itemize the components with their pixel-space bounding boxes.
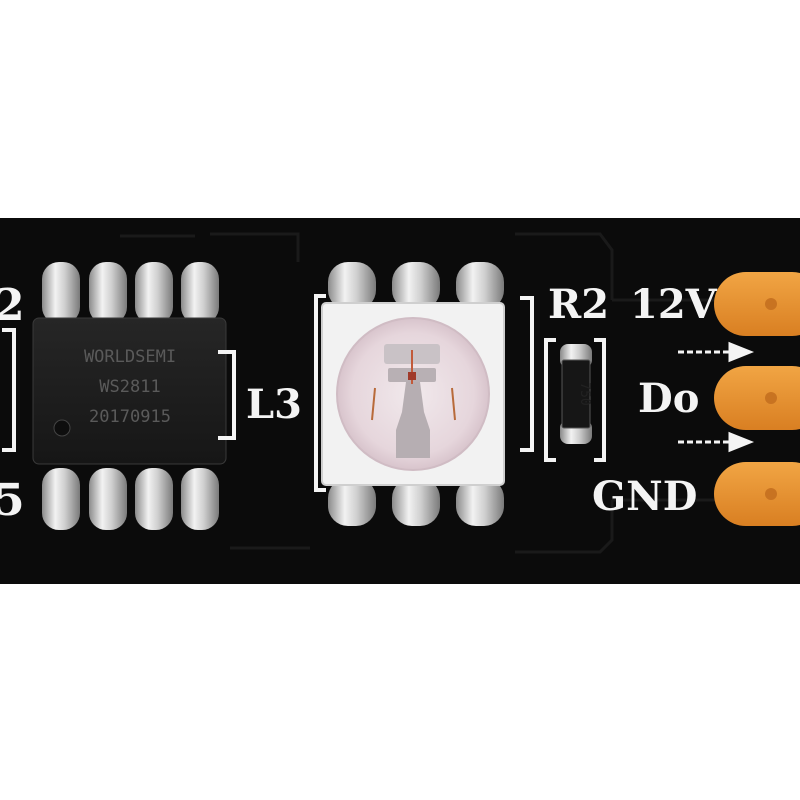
inductor-label: L3	[246, 381, 302, 428]
direction-arrow-top	[678, 341, 755, 363]
left-partial-label-top: 2	[0, 280, 25, 331]
led-silk-right	[520, 296, 534, 452]
data-out-label: Do	[638, 375, 699, 422]
ground-label: GND	[592, 473, 697, 520]
ic-pins-bottom	[42, 468, 219, 530]
voltage-label: 12V	[630, 281, 718, 328]
led-leadframe	[371, 344, 456, 458]
ic-silk-bracket	[218, 350, 236, 440]
led-pins-bottom	[328, 478, 504, 526]
resistor-marking: 750	[577, 382, 592, 405]
ic-marking-date: 20170915	[89, 407, 171, 427]
resistor-silk-outline	[544, 338, 606, 462]
left-silk-bracket	[2, 328, 16, 452]
copper-pad-gnd	[714, 462, 800, 526]
ic-chip-body	[32, 317, 227, 465]
ic-marking-model: WS2811	[99, 377, 160, 397]
copper-pad-12v	[714, 272, 800, 336]
led-pins-top	[328, 262, 504, 310]
direction-arrow-bottom	[678, 431, 755, 453]
resistor-label: R2	[548, 281, 609, 328]
copper-traces	[120, 232, 720, 554]
resistor-body	[561, 359, 591, 429]
copper-pad-do	[714, 366, 800, 430]
left-partial-label-bottom: 5	[0, 475, 25, 526]
led-silk-left	[314, 294, 326, 492]
ic-pins-top	[42, 262, 219, 324]
ic-pin1-marker	[53, 419, 71, 437]
ic-marking-brand: WORLDSEMI	[84, 347, 176, 367]
